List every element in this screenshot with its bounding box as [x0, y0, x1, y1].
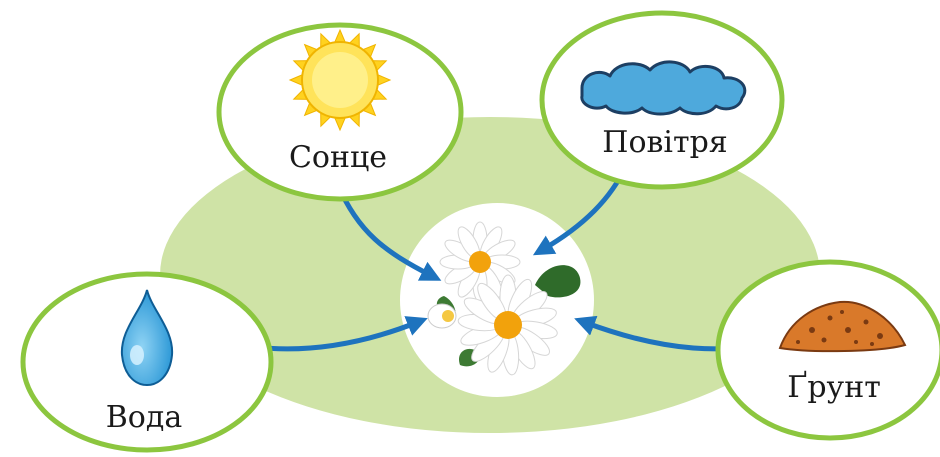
cloud-icon	[580, 60, 747, 116]
air-label: Повітря	[602, 125, 727, 160]
chamomile-flowers-icon	[427, 221, 581, 376]
soil-pile-icon	[778, 300, 907, 353]
water-label: Вода	[106, 400, 183, 435]
sun-label: Сонце	[289, 140, 387, 175]
water-drop-icon	[120, 289, 174, 387]
center-flower-circle	[400, 203, 594, 397]
node-soil: Ґрунт	[715, 259, 940, 441]
sun-icon	[288, 28, 392, 132]
node-sun: Сонце	[216, 22, 464, 202]
node-air: Повітря	[539, 10, 785, 190]
soil-label: Ґрунт	[787, 370, 881, 405]
node-water: Вода	[20, 271, 274, 453]
